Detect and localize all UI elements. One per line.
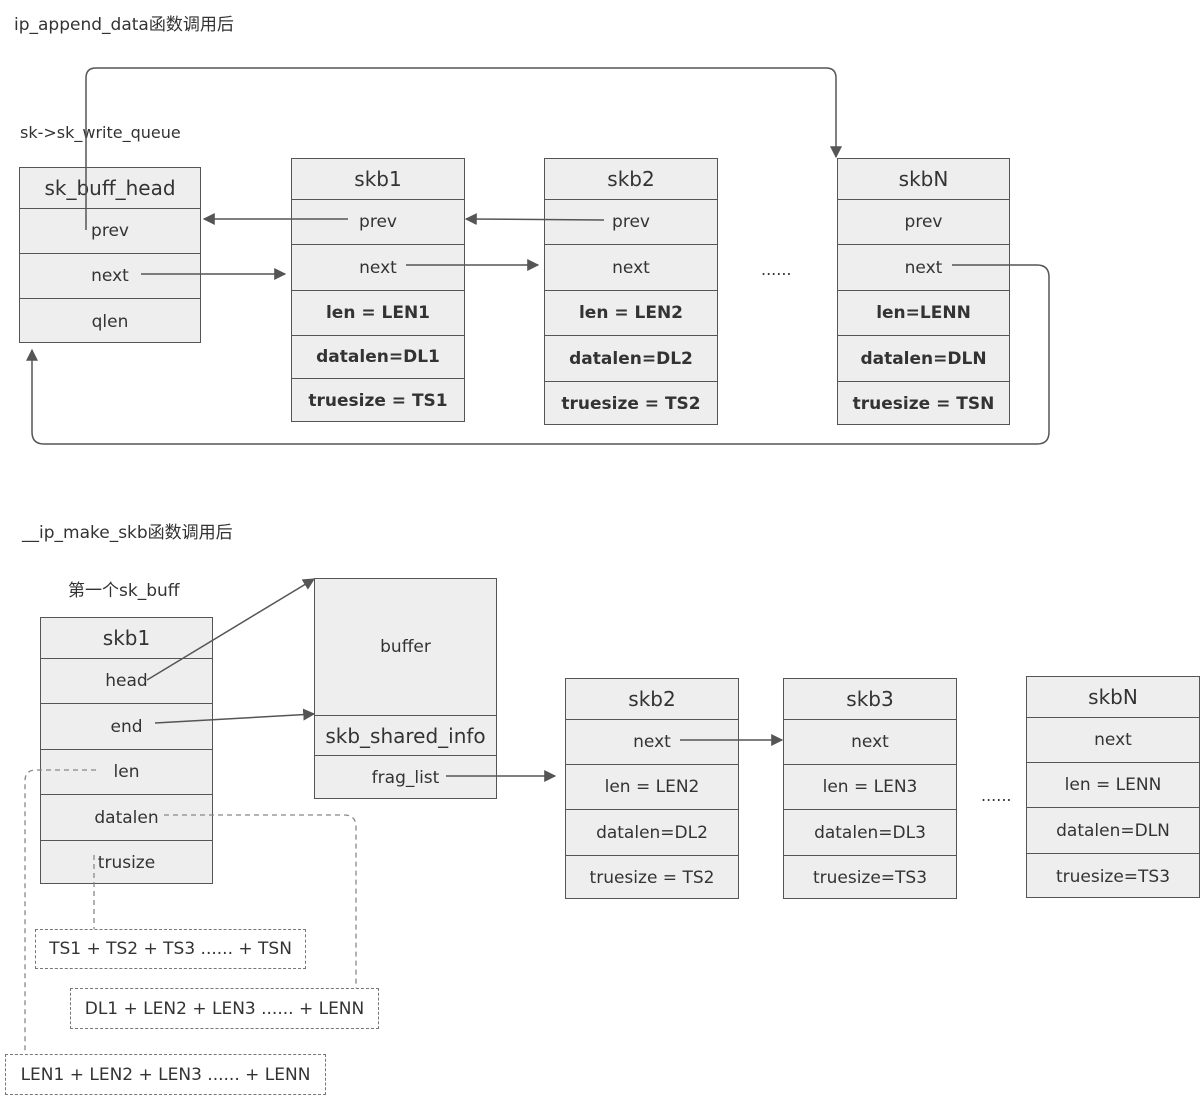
skb-shared-info: skb_shared_info [315, 715, 496, 755]
bottom-skb1-trusize: trusize [41, 840, 212, 885]
top-skb2-title: skb2 [607, 167, 655, 191]
buffer-box: buffer skb_shared_info frag_list [314, 578, 497, 799]
top-skbn-truesize: truesize = TSN [838, 381, 1009, 426]
bottom-skb1-head: head [41, 658, 212, 703]
bottom-skbn-datalen: datalen=DLN [1027, 807, 1199, 853]
truesize-sum-box: TS1 + TS2 + TS3 ...... + TSN [35, 929, 306, 969]
bottom-skb1-datalen: datalen [41, 794, 212, 840]
top-skbn-len: len=LENN [838, 290, 1009, 335]
top-skb2-datalen: datalen=DL2 [545, 335, 717, 381]
end-to-shared-info-arrow [154, 708, 316, 724]
top-skb2-next: next [545, 244, 717, 290]
top-skb1-next: next [292, 244, 464, 290]
top-skb1-len: len = LEN1 [292, 290, 464, 335]
head-field-next: next [20, 253, 200, 298]
bottom-skb2-datalen: datalen=DL2 [566, 809, 738, 855]
skbn-next-loop-arrow [26, 264, 1050, 445]
bottom-title: __ip_make_skb函数调用后 [22, 523, 233, 543]
len-dashed-line [24, 769, 96, 1054]
first-sk-buff-label: 第一个sk_buff [68, 581, 180, 601]
datalen-dashed-line [164, 814, 357, 988]
bottom-skb2-next: next [566, 719, 738, 764]
top-skbn-prev: prev [838, 199, 1009, 244]
top-skb2-len: len = LEN2 [545, 290, 717, 335]
top-skb1-box: skb1 prev next len = LEN1 datalen=DL1 tr… [291, 158, 465, 422]
top-skb2-box: skb2 prev next len = LEN2 datalen=DL2 tr… [544, 158, 718, 425]
frag-list-field: frag_list [315, 755, 496, 800]
bottom-skb1-len: len [41, 749, 212, 794]
sk-buff-head-title: sk_buff_head [44, 176, 176, 200]
skb2-prev-arrow [464, 213, 605, 226]
bottom-skb1-end: end [41, 703, 212, 749]
top-skbn-datalen: datalen=DLN [838, 335, 1009, 381]
top-skb2-truesize: truesize = TS2 [545, 381, 717, 426]
bottom-skb3-title: skb3 [846, 687, 894, 711]
len-sum-box: LEN1 + LEN2 + LEN3 ...... + LENN [5, 1054, 326, 1095]
head-to-buffer-arrow [146, 578, 316, 681]
top-skb1-title: skb1 [354, 167, 402, 191]
queue-label: sk->sk_write_queue [20, 123, 181, 142]
bottom-skb2-title: skb2 [628, 687, 676, 711]
bottom-skbn-next: next [1027, 717, 1199, 762]
bottom-ellipsis: ...... [981, 786, 1012, 805]
datalen-sum-box: DL1 + LEN2 + LEN3 ...... + LENN [70, 988, 379, 1029]
bottom-skbn-truesize: truesize=TS3 [1027, 853, 1199, 899]
bottom-skb2-truesize: truesize = TS2 [566, 855, 738, 900]
bottom-skb1-box: skb1 head end len datalen trusize [40, 617, 213, 884]
bottom-skbn-len: len = LENN [1027, 762, 1199, 807]
top-skbn-title: skbN [898, 167, 949, 191]
buffer-label: buffer [380, 637, 431, 657]
bottom-skb1-title: skb1 [102, 626, 151, 650]
bottom-skb3-datalen: datalen=DL3 [784, 809, 956, 855]
bottom-skb3-box: skb3 next len = LEN3 datalen=DL3 truesiz… [783, 678, 957, 899]
top-skbn-next: next [838, 244, 1009, 290]
bottom-skbn-title: skbN [1088, 685, 1138, 709]
bottom-skb3-truesize: truesize=TS3 [784, 855, 956, 900]
head-field-qlen: qlen [20, 298, 200, 344]
bottom-skb3-len: len = LEN3 [784, 764, 956, 809]
top-skb1-datalen: datalen=DL1 [292, 335, 464, 378]
head-field-prev: prev [20, 208, 200, 253]
bottom-skb3-next: next [784, 719, 956, 764]
head-prev-to-skbn-arrow [85, 67, 842, 230]
bottom-skb2-box: skb2 next len = LEN2 datalen=DL2 truesiz… [565, 678, 739, 899]
bottom-skb2-len: len = LEN2 [566, 764, 738, 809]
top-skbn-box: skbN prev next len=LENN datalen=DLN true… [837, 158, 1010, 425]
top-title: ip_append_data函数调用后 [14, 15, 234, 35]
top-skb2-prev: prev [545, 199, 717, 244]
top-ellipsis: ...... [761, 260, 792, 279]
bottom-skbn-box: skbN next len = LENN datalen=DLN truesiz… [1026, 676, 1200, 898]
top-skb1-prev: prev [292, 199, 464, 244]
top-skb1-truesize: truesize = TS1 [292, 378, 464, 423]
sk-buff-head-box: sk_buff_head prev next qlen [19, 167, 201, 343]
